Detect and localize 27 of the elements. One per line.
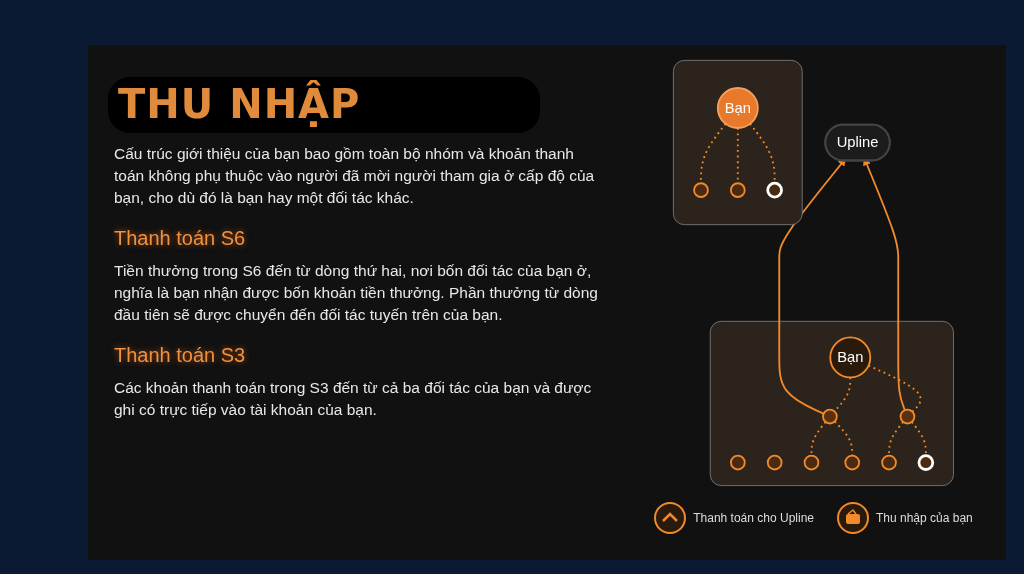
group-panel <box>672 59 803 226</box>
icon-circle <box>880 454 897 471</box>
icon-circle <box>803 454 819 471</box>
connector <box>867 364 922 413</box>
icon-circle <box>729 454 746 471</box>
paragraph: Các khoản thanh toán trong S3 đến từ cả ba đối tác của bạn và được ghi có trực tiếp vào tài khoản của bạn. <box>114 378 593 420</box>
connector <box>777 158 846 415</box>
circle-node: Upline <box>823 123 891 162</box>
icon-circle <box>899 408 915 425</box>
icon-circle <box>843 454 860 471</box>
icon-circle <box>765 181 783 199</box>
icon-circle <box>821 408 838 425</box>
connector <box>833 420 853 457</box>
circle-node: Bạn <box>828 336 871 379</box>
icon-circle <box>692 182 709 198</box>
icon-circle <box>729 182 746 198</box>
legend-label: Thu nhập của bạn <box>876 511 973 525</box>
section-heading: Thanh toán S3 <box>114 344 247 367</box>
title: THU NHẬP <box>108 77 541 133</box>
legend-label: Thanh toán cho Upline <box>693 511 814 525</box>
icon-circle <box>917 454 934 471</box>
circle-node: Bạn <box>716 87 759 129</box>
paragraph: Cấu trúc giới thiệu của bạn bao gồm toàn bộ nhóm và khoản thanh toán không phụ thuộc vào người đã mời người tham gia ở cấp độ của bạn, cho dù đó là bạn hay một đối tác khác. <box>114 144 596 208</box>
section-heading: Thanh toán S6 <box>114 227 247 250</box>
group-panel <box>709 320 954 487</box>
paragraph: Tiền thưởng trong S6 đến từ dòng thứ hai, nơi bốn đối tác của bạn ở, nghĩa là bạn nhận được bốn khoản tiền thưởng. Phần thưởng từ dòng đầu tiên sẽ được chuyển đến đối tác tuyến trên của bạn. <box>114 261 599 325</box>
icon-circle <box>766 454 783 471</box>
